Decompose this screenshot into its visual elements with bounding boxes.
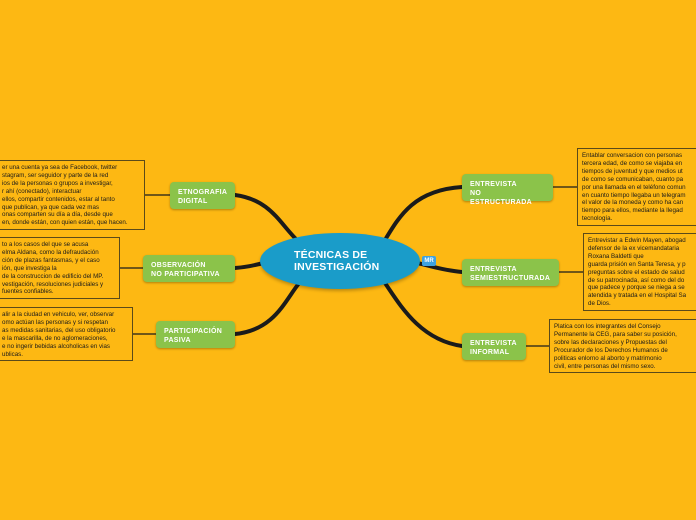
note-entrevista-semiestructurada[interactable]: Entrevistar a Edwin Mayen, abogad defens… [583, 233, 696, 311]
topic-label-line1: ENTREVISTA [470, 340, 517, 347]
topic-entrevista-informal[interactable]: ENTREVISTA INFORMAL [462, 333, 526, 360]
topic-label-line1: PARTICIPACIÓN [164, 328, 223, 335]
note-etnografia-digital[interactable]: er una cuenta ya sea de Facebook, twitte… [0, 160, 145, 230]
topic-label-line1: OBSERVACIÓN [151, 262, 206, 269]
topic-label-line2: NO PARTICIPATIVA [151, 271, 220, 278]
topic-participacion-pasiva[interactable]: PARTICIPACIÓN PASIVA [156, 321, 235, 348]
central-title-line2: INVESTIGACIÓN [294, 261, 380, 273]
branch-etnografia [233, 193, 302, 245]
note-entrevista-no-estructurada[interactable]: Entablar conversacion con personas terce… [577, 148, 696, 226]
topic-entrevista-semiestructurada[interactable]: ENTREVISTA SEMIESTRUCTURADA [462, 259, 559, 286]
topic-entrevista-no-estructurada[interactable]: ENTREVISTA NO ESTRUCTURADA [462, 174, 553, 206]
note-text: Platica con los integrantes del Consejo … [554, 323, 677, 370]
topic-label-line2: DIGITAL [178, 198, 208, 205]
central-topic[interactable]: TÉCNICAS DE INVESTIGACIÓN [260, 233, 420, 289]
topic-etnografia-digital[interactable]: ETNOGRAFIA DIGITAL [170, 182, 235, 209]
note-text: alir a la ciudad en vehiculo, ver, obser… [2, 311, 116, 358]
note-text: to a los casos del que se acusa elma Ald… [2, 241, 104, 296]
central-topic-title: TÉCNICAS DE INVESTIGACIÓN [294, 249, 404, 273]
note-participacion-pasiva[interactable]: alir a la ciudad en vehiculo, ver, obser… [0, 307, 133, 361]
branch-informal [383, 281, 464, 348]
topic-label-line1: ENTREVISTA [470, 266, 517, 273]
topic-observacion-no-participativa[interactable]: OBSERVACIÓN NO PARTICIPATIVA [143, 255, 235, 282]
note-text: Entrevistar a Edwin Mayen, abogad defens… [588, 237, 687, 308]
branch-no-estructurada [383, 185, 464, 242]
mr-badge[interactable]: MR [422, 256, 436, 266]
topic-label-line2: NO ESTRUCTURADA [470, 190, 532, 206]
note-entrevista-informal[interactable]: Platica con los integrantes del Consejo … [549, 319, 696, 373]
branch-participacion [233, 280, 302, 336]
note-text: Entablar conversacion con personas terce… [582, 152, 686, 223]
topic-label-line2: PASIVA [164, 337, 191, 344]
topic-label-line1: ENTREVISTA [470, 181, 517, 188]
central-title-line1: TÉCNICAS DE [294, 249, 368, 261]
topic-label-line1: ETNOGRAFIA [178, 189, 228, 196]
note-observacion-no-participativa[interactable]: to a los casos del que se acusa elma Ald… [0, 237, 120, 299]
topic-label-line2: INFORMAL [470, 349, 510, 356]
note-text: er una cuenta ya sea de Facebook, twitte… [2, 164, 128, 227]
topic-label-line2: SEMIESTRUCTURADA [470, 275, 551, 282]
